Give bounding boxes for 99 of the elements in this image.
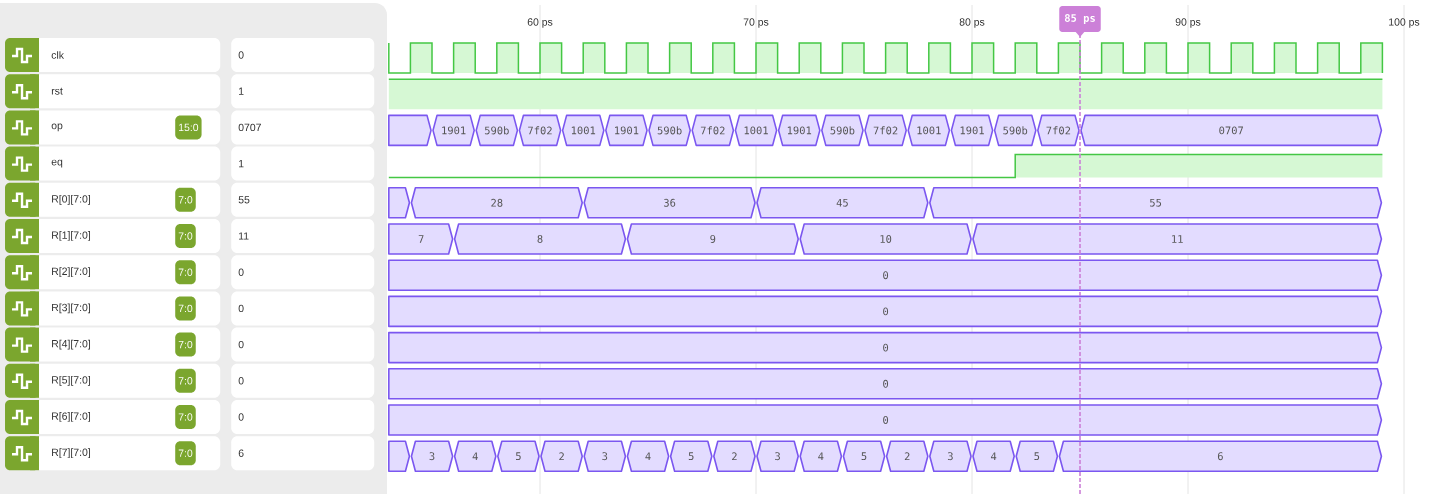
bus-segment: 4 <box>626 440 670 472</box>
bus-segment: 5 <box>1015 440 1059 472</box>
time-label: 100 ps <box>1389 18 1420 28</box>
signal-value-box: 0 <box>231 38 375 72</box>
node-label: 0 <box>238 268 244 276</box>
bus-segment: 1901 <box>777 114 821 147</box>
bus-segment: 45 <box>756 187 929 219</box>
bus-segment: 0 <box>388 368 1383 400</box>
node-label: R[4][7:0] <box>52 339 91 350</box>
bus-segment: 3 <box>929 440 972 472</box>
time-label: 80 ps <box>959 18 985 28</box>
node-label: R[6][7:0] <box>52 412 91 422</box>
node-label: 0 <box>238 51 244 59</box>
bus-segment: 0707 <box>1080 114 1383 147</box>
bus-segment: 2 <box>713 440 756 472</box>
signal-name-box: rst <box>35 74 221 109</box>
bit-width-badge: 7:0 <box>175 296 196 321</box>
node-label: eq <box>51 159 63 168</box>
bus-segment: 9 <box>626 223 799 255</box>
bus-segment <box>388 187 411 219</box>
bus-segment: 2 <box>540 440 583 472</box>
bus-segment: 0 <box>388 331 1383 364</box>
signal-value-box: 11 <box>231 219 375 253</box>
bus-segment: 590b <box>475 114 519 147</box>
node-label: 0 <box>238 304 244 313</box>
bus-segment: 36 <box>583 187 756 219</box>
bus-segment: 3 <box>756 440 799 472</box>
node-label: 0 <box>238 377 244 385</box>
node-label: 1 <box>239 160 244 168</box>
bus-segment: 11 <box>972 223 1383 255</box>
signal-value-box: 1 <box>231 74 375 109</box>
node-label: R[7][7:0] <box>52 448 91 459</box>
node-label: 0 <box>238 413 244 421</box>
bit-width-badge: 7:0 <box>175 332 196 357</box>
bus-segment: 7f02 <box>1037 114 1080 147</box>
node-label: R[2][7:0] <box>52 267 91 278</box>
bit-width-badge: 15:0 <box>175 115 202 140</box>
node-label: 0 <box>238 340 244 349</box>
signal-value-box: 1 <box>231 146 375 181</box>
bus-segment: 5 <box>497 440 540 472</box>
node-label: rst <box>51 87 63 95</box>
signal-value-box: 6 <box>231 436 375 471</box>
signal-value-box: 0707 <box>231 110 375 145</box>
bus-segment: 7f02 <box>518 114 562 147</box>
node-label: 0707 <box>238 123 261 132</box>
bus-segment: 4 <box>799 440 843 472</box>
bus-segment: 590b <box>993 114 1037 147</box>
bus-segment: 7f02 <box>864 114 907 147</box>
time-label: 60 ps <box>527 18 553 28</box>
node-label: 55 <box>238 196 250 204</box>
bus-segment: 1001 <box>734 114 778 147</box>
signal-value-box: 0 <box>231 255 375 290</box>
node-label: 11 <box>239 232 249 240</box>
bus-segment: 1901 <box>605 114 648 147</box>
bus-segment: 4 <box>972 440 1015 472</box>
signal-value-box: 0 <box>231 363 375 398</box>
bus-segment: 590b <box>821 114 864 147</box>
bus-segment: 1901 <box>950 114 994 147</box>
bus-segment: 0 <box>388 259 1383 291</box>
bus-segment: 3 <box>410 440 454 472</box>
bus-segment: 7f02 <box>691 114 735 147</box>
signal-value-box: 0 <box>231 327 375 362</box>
bus-segment <box>388 440 411 472</box>
bus-segment: 10 <box>799 223 972 255</box>
bus-segment: 5 <box>669 440 713 472</box>
node-label: R[0][7:0] <box>52 194 91 205</box>
bus-segment: 0 <box>388 404 1383 436</box>
bus-segment: 3 <box>583 440 627 472</box>
signal-value-box: 55 <box>231 182 375 217</box>
bus-segment: 2 <box>885 440 929 472</box>
bit-width-badge: 7:0 <box>175 441 196 466</box>
node-label: op <box>51 123 63 132</box>
node-label: 1 <box>239 87 244 95</box>
node-label: clk <box>51 51 64 59</box>
time-label: 90 ps <box>1175 18 1201 28</box>
bus-segment: 1901 <box>432 114 475 147</box>
bus-segment: 55 <box>929 187 1383 219</box>
signal-name-box: clk <box>35 38 221 72</box>
node-label: 6 <box>238 449 244 457</box>
cursor-badge: 85 ps <box>1059 6 1101 37</box>
bit-width-badge: 7:0 <box>175 260 196 285</box>
bus-segment: 0 <box>388 295 1383 328</box>
bus-segment: 590b <box>648 114 691 147</box>
bus-segment: 1001 <box>561 114 605 147</box>
node-label: R[1][7:0] <box>52 231 91 241</box>
bus-segment: 1001 <box>907 114 951 147</box>
signal-value-box: 0 <box>231 400 375 434</box>
bus-segment: 4 <box>453 440 497 472</box>
node-label: R[3][7:0] <box>52 303 91 314</box>
node-label: R[5][7:0] <box>52 375 91 386</box>
bus-segment: 5 <box>842 440 886 472</box>
bit-width-badge: 7:0 <box>175 368 196 393</box>
signal-value-box: 0 <box>231 291 375 326</box>
time-label: 70 ps <box>743 18 769 28</box>
bus-segment <box>388 114 432 147</box>
bus-segment: 6 <box>1058 440 1383 472</box>
bit-width-badge: 7:0 <box>175 187 196 212</box>
bus-segment: 7 <box>388 223 454 255</box>
signal-name-box: eq <box>35 146 221 181</box>
